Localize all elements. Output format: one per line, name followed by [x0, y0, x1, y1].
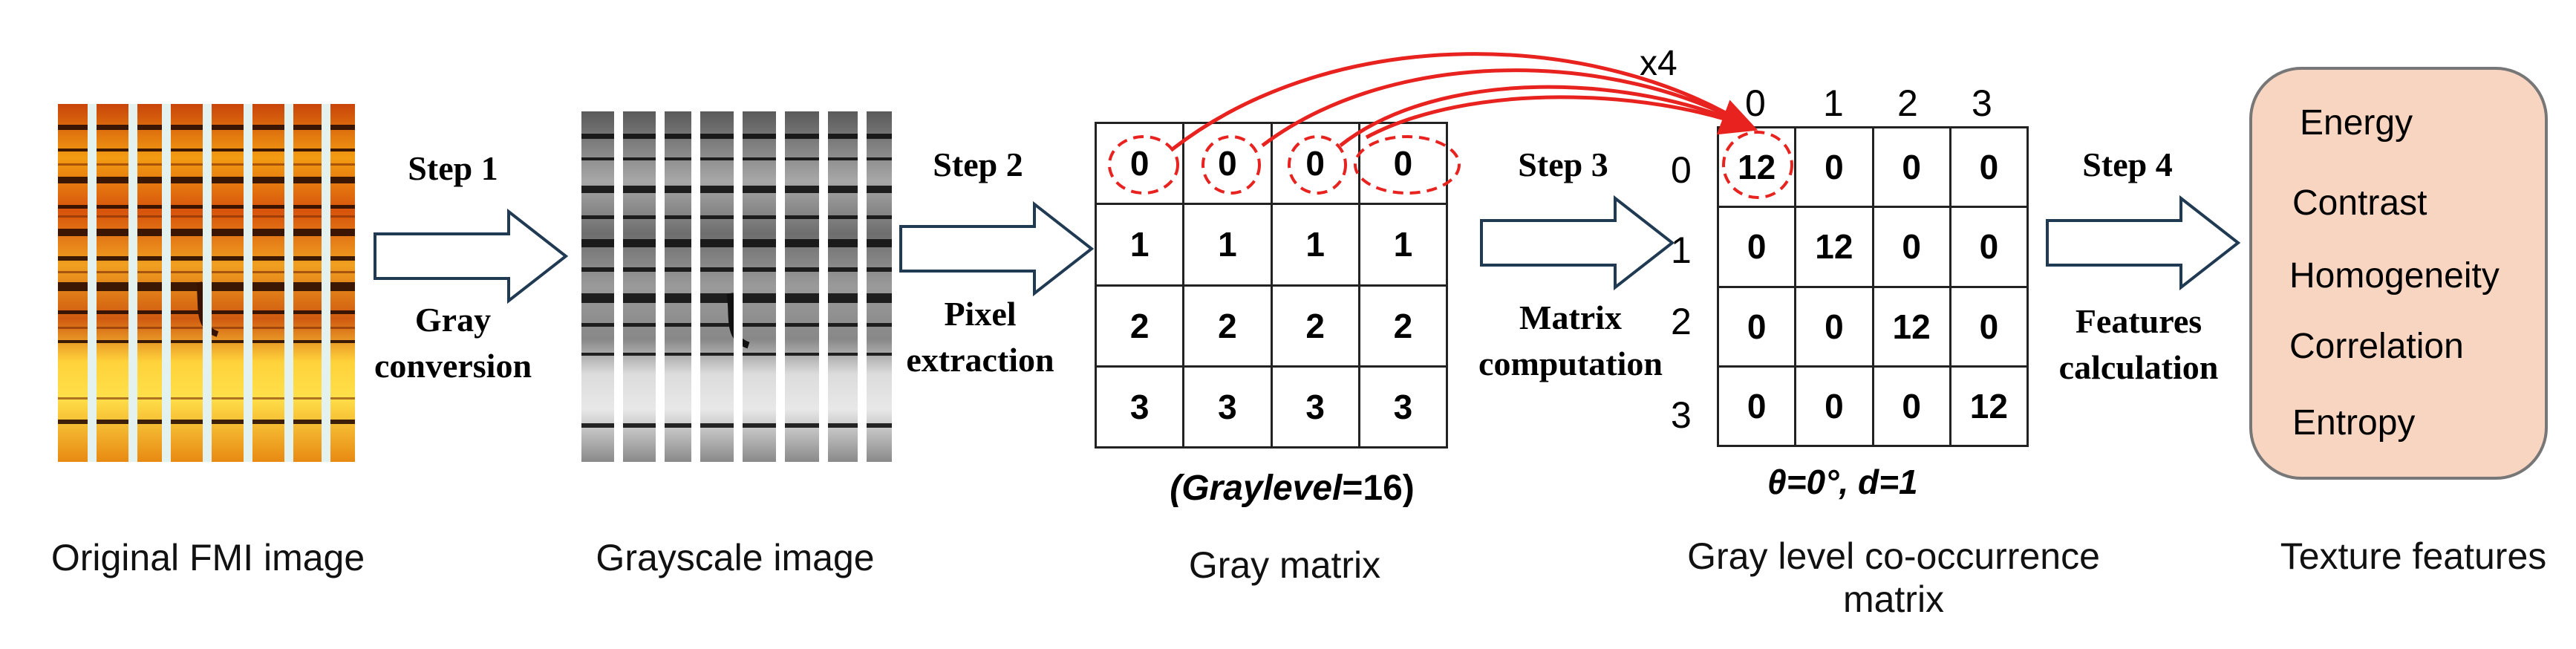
glcm-cell: 0	[1871, 365, 1951, 448]
step4-line1: Features	[2075, 302, 2202, 340]
glcm-cell: 0	[1794, 285, 1874, 368]
pair-arrow-curve	[1172, 52, 1752, 150]
feature-contrast: Contrast	[2292, 183, 2427, 223]
step1-title: Step 1	[408, 149, 498, 187]
graylevel-note-prefix: (	[1170, 469, 1182, 508]
step1-line1: Gray	[414, 301, 492, 339]
step2-description: Pixel extraction	[884, 291, 1077, 383]
step3-description: Matrix computation	[1455, 295, 1686, 387]
caption-original-fmi: Original FMI image	[50, 537, 365, 578]
glcm-cell: 12	[1871, 285, 1951, 368]
gray-matrix-row: 3 3 3 3	[1094, 365, 1449, 449]
glcm-cell: 0	[1871, 206, 1951, 288]
step1-arrow	[374, 208, 569, 304]
glcm-cell: 12	[1716, 125, 1797, 209]
gray-matrix-cell: 1	[1270, 203, 1360, 287]
fmi-image-graphic	[58, 104, 355, 462]
glcm-cell: 0	[1716, 285, 1797, 368]
step4-title: Step 4	[2082, 146, 2173, 183]
caption-glcm-line2: matrix	[1842, 578, 1945, 620]
gray-matrix-highlight-ellipse	[1201, 135, 1261, 195]
step4-description: Features calculation	[2035, 299, 2243, 391]
glcm-row-header: 2	[1671, 301, 1692, 342]
glcm-table: 12 0 0 0 0 12 0 0 0 0 12 0 0 0 0 12	[1716, 125, 2029, 448]
gray-matrix-highlight-ellipse	[1288, 135, 1347, 195]
glcm-row-header: 1	[1671, 229, 1692, 271]
grayscale-image	[581, 111, 892, 462]
pair-arrow-curve	[1365, 95, 1758, 140]
glcm-params: θ=0°, d=1	[1767, 463, 1918, 501]
glcm-cell: 0	[1716, 206, 1797, 288]
step1-description: Gray conversion	[356, 297, 550, 389]
glcm-cell: 0	[1949, 206, 2029, 288]
glcm-col-header: 2	[1897, 82, 1918, 124]
gray-matrix-cell: 2	[1270, 284, 1360, 368]
glcm-cell: 12	[1794, 206, 1874, 288]
gray-matrix-cell: 1	[1182, 203, 1273, 287]
step3-arrow	[1480, 195, 1675, 291]
glcm-cell: 0	[1871, 125, 1951, 209]
glcm-row: 12 0 0 0	[1716, 125, 2029, 209]
step3-title: Step 3	[1518, 146, 1608, 183]
gray-matrix-cell: 3	[1094, 365, 1185, 449]
caption-grayscale: Grayscale image	[596, 537, 875, 578]
gray-matrix-cell: 3	[1357, 365, 1449, 449]
glcm-col-header: 1	[1823, 82, 1844, 124]
caption-gray-matrix: Gray matrix	[1188, 544, 1381, 586]
caption-texture-features: Texture features	[2280, 535, 2547, 577]
step3-line1: Matrix	[1519, 299, 1622, 336]
glcm-row: 0 12 0 0	[1716, 206, 2029, 288]
caption-glcm: Gray level co-occurrence matrix	[1634, 535, 2153, 621]
glcm-cell: 0	[1794, 125, 1874, 209]
glcm-cell: 0	[1949, 285, 2029, 368]
glcm-col-header: 3	[1972, 82, 1992, 124]
feature-homogeneity: Homogeneity	[2289, 256, 2500, 296]
step2-line2: extraction	[906, 341, 1054, 379]
glcm-cell: 0	[1794, 365, 1874, 448]
step1-line2: conversion	[374, 347, 532, 385]
texture-features-box: Energy Contrast Homogeneity Correlation …	[2249, 67, 2548, 480]
gray-matrix-cell: 3	[1182, 365, 1273, 449]
glcm-row-header: 3	[1671, 394, 1692, 436]
glcm-row-header: 0	[1671, 149, 1692, 191]
original-fmi-image	[58, 104, 355, 462]
gray-matrix-table: 0 0 0 0 1 1 1 1 2 2 2 2 3 3 3 3	[1094, 121, 1449, 449]
step4-arrow	[2046, 195, 2241, 291]
step2-line1: Pixel	[944, 295, 1017, 333]
step2-title: Step 2	[933, 146, 1023, 183]
gray-matrix-cell: 1	[1094, 203, 1185, 287]
grayscale-image-graphic	[581, 111, 892, 462]
step3-line2: computation	[1478, 345, 1663, 382]
pair-arrow-curve	[1261, 68, 1752, 147]
glcm-row: 0 0 12 0	[1716, 285, 2029, 368]
glcm-cell: 0	[1716, 365, 1797, 448]
multiplier-label: x4	[1640, 44, 1677, 83]
caption-glcm-line1: Gray level co-occurrence	[1687, 535, 2100, 577]
gray-matrix-cell: 2	[1094, 284, 1185, 368]
glcm-cell: 12	[1949, 365, 2029, 448]
graylevel-note-value: =16)	[1342, 469, 1415, 508]
gray-matrix-row: 2 2 2 2	[1094, 284, 1449, 368]
step2-arrow	[899, 200, 1095, 297]
feature-correlation: Correlation	[2289, 327, 2464, 366]
glcm-row: 0 0 0 12	[1716, 365, 2029, 448]
gray-matrix-cell: 2	[1182, 284, 1273, 368]
step4-line2: calculation	[2058, 348, 2219, 386]
pair-arrow-curve	[1339, 85, 1752, 147]
glcm-cell: 0	[1949, 125, 2029, 209]
gray-matrix-highlight-ellipse	[1354, 135, 1461, 195]
gray-matrix-highlight-ellipse	[1108, 135, 1179, 195]
gray-matrix-row: 1 1 1 1	[1094, 203, 1449, 287]
gray-matrix-cell: 1	[1357, 203, 1449, 287]
gray-matrix-cell: 3	[1270, 365, 1360, 449]
graylevel-note: (Graylevel=16)	[1144, 468, 1441, 509]
glcm-highlight-ellipse	[1722, 131, 1793, 199]
feature-energy: Energy	[2300, 103, 2413, 143]
graylevel-note-label: Graylevel	[1181, 469, 1343, 508]
feature-entropy: Entropy	[2292, 403, 2416, 443]
gray-matrix-cell: 2	[1357, 284, 1449, 368]
